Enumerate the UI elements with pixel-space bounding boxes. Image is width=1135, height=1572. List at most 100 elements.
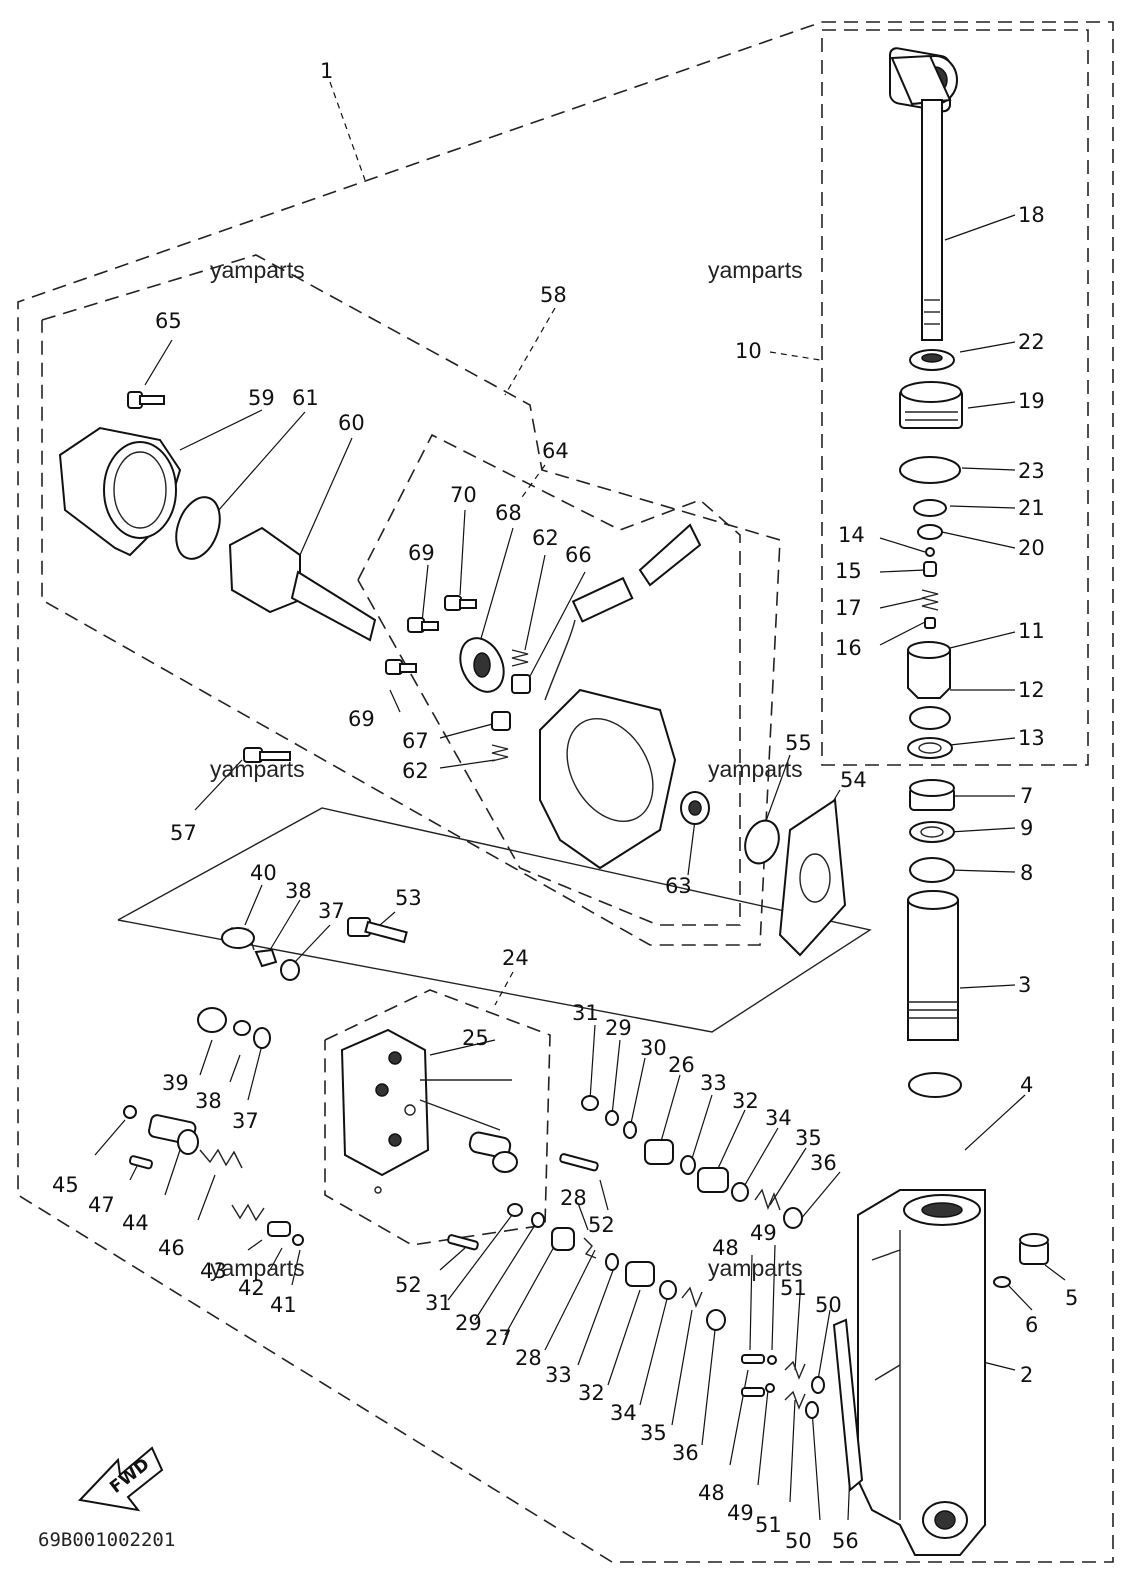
- callout-label: 32: [732, 1089, 759, 1113]
- part-62-spring: [511, 649, 529, 667]
- callout-label: 19: [1018, 389, 1045, 413]
- callout-label: 48: [698, 1481, 725, 1505]
- callout-label: 29: [455, 1311, 482, 1335]
- part-32-piston: [697, 1167, 729, 1193]
- callout-label: 32: [578, 1381, 605, 1405]
- part-60-armature: [228, 526, 377, 642]
- callout-label: 16: [835, 636, 862, 660]
- callout-label: 20: [1018, 536, 1045, 560]
- watermark-text: yamparts: [708, 756, 803, 782]
- part-8-o-ring: [909, 857, 955, 883]
- callout-label: 7: [1020, 784, 1033, 808]
- watermark-text: yamparts: [210, 257, 305, 283]
- part-12-o-ring: [909, 706, 951, 730]
- callout-label: 33: [700, 1071, 727, 1095]
- callout-label: 56: [832, 1529, 859, 1553]
- callout-label: 24: [502, 946, 529, 970]
- part-19-gland-nut: [899, 381, 963, 429]
- part-27-seat: [551, 1227, 575, 1251]
- part-30-ball: [623, 1121, 637, 1139]
- part-50-cap: [811, 1376, 825, 1394]
- part-pump-gears: [468, 1131, 518, 1173]
- part-44-spool: [148, 1114, 199, 1155]
- callout-label: 28: [560, 1186, 587, 1210]
- callout-label: 53: [395, 886, 422, 910]
- part-69-screw: [407, 617, 439, 633]
- part-14-ball: [925, 547, 935, 557]
- part-40-spring: [221, 926, 255, 951]
- callout-label: 31: [425, 1291, 452, 1315]
- callout-label: 33: [545, 1363, 572, 1387]
- part-70-screw: [444, 595, 477, 611]
- part-34-ring: [731, 1182, 749, 1202]
- callout-label: 63: [665, 874, 692, 898]
- callout-label: 21: [1018, 496, 1045, 520]
- part-57-screw: [243, 747, 291, 763]
- assembly-outline-10: [821, 29, 1089, 766]
- part-5-plug: [1019, 1233, 1049, 1265]
- callout-label: 22: [1018, 330, 1045, 354]
- callout-label: 37: [232, 1109, 259, 1133]
- callout-label: 4: [1020, 1073, 1033, 1097]
- part-23-o-ring: [899, 456, 961, 484]
- part-56-pin: [832, 1318, 864, 1492]
- part-35-spring: [754, 1188, 781, 1211]
- callout-label: 27: [485, 1326, 512, 1350]
- callout-label: 57: [170, 821, 197, 845]
- part-25-pump-body: [340, 1028, 512, 1194]
- part-69-screw-lower: [385, 659, 417, 675]
- callout-label: 40: [250, 861, 277, 885]
- callout-label: 62: [532, 526, 559, 550]
- callout-label: 28: [515, 1346, 542, 1370]
- part-26-seat: [644, 1139, 674, 1165]
- part-55-o-ring: [744, 819, 780, 865]
- callout-label: 69: [408, 541, 435, 565]
- callout-label: 55: [785, 731, 812, 755]
- callout-label: 35: [795, 1126, 822, 1150]
- callout-label: 62: [402, 759, 429, 783]
- callout-label: 25: [462, 1026, 489, 1050]
- callout-label: 44: [122, 1211, 149, 1235]
- part-52-pin-lower: [447, 1234, 479, 1251]
- part-6-o-ring: [993, 1276, 1011, 1288]
- part-33-o-ring: [680, 1155, 696, 1175]
- part-3-cylinder: [907, 890, 959, 1041]
- callout-label: 8: [1020, 861, 1033, 885]
- part-34-ring-lower: [659, 1280, 677, 1300]
- part-15-pin: [923, 561, 937, 577]
- part-54-gasket: [778, 798, 847, 957]
- callout-label: 17: [835, 596, 862, 620]
- callout-label: 34: [765, 1106, 792, 1130]
- callout-label: 36: [810, 1151, 837, 1175]
- callout-label: 38: [285, 879, 312, 903]
- part-32-piston-lower: [625, 1261, 655, 1287]
- part-39-spring: [197, 1007, 227, 1033]
- part-18-piston-rod: [889, 47, 958, 341]
- part-9-ring: [909, 821, 955, 843]
- part-41-ball: [292, 1234, 304, 1246]
- callout-label: 49: [727, 1501, 754, 1525]
- part-35-spring-lower: [681, 1286, 703, 1308]
- part-61-o-ring: [175, 496, 221, 560]
- callout-label: 50: [815, 1293, 842, 1317]
- watermark-text: yamparts: [210, 756, 305, 782]
- part-16-seat: [924, 617, 936, 629]
- callout-label: 37: [318, 899, 345, 923]
- part-37-seat: [280, 959, 300, 981]
- part-38-valve: [254, 948, 278, 968]
- part-59-motor-yoke: [58, 426, 182, 557]
- callout-label: 52: [395, 1273, 422, 1297]
- part-22-washer: [909, 349, 955, 371]
- callout-label: 60: [338, 411, 365, 435]
- part-4-o-ring: [908, 1072, 962, 1098]
- callout-label: 65: [155, 309, 182, 333]
- part-17-spring: [921, 589, 939, 611]
- callout-label: 5: [1065, 1286, 1078, 1310]
- part-45-pin: [128, 1155, 153, 1170]
- forward-direction-arrow: FWD: [77, 1446, 164, 1512]
- part-11-valve: [907, 641, 951, 699]
- callout-label: 61: [292, 386, 319, 410]
- callout-label: 49: [750, 1221, 777, 1245]
- watermark-text: yamparts: [708, 257, 803, 283]
- part-13-ring: [907, 737, 953, 759]
